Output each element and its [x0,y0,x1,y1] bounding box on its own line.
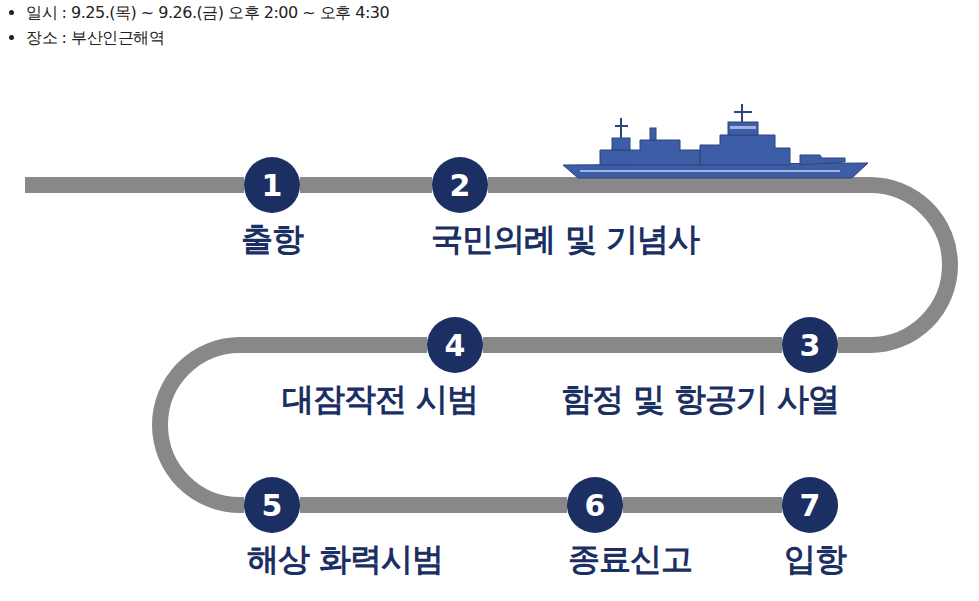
ship-superstructure [700,135,790,165]
step-number: 4 [445,328,466,363]
route-segment [300,177,432,193]
route-segment [160,345,427,505]
step-circle: 7 [782,477,838,533]
route-segment [483,337,782,353]
step-number: 6 [585,488,606,523]
step-number: 1 [262,168,283,203]
ship-aft-mast [620,118,622,138]
ship-gun [800,155,845,165]
step-node: 7입항 [782,477,838,533]
step-label: 함정 및 항공기 사열 [561,379,839,419]
route-segment [300,497,567,513]
route-lead-in [25,177,244,193]
step-node: 4대잠작전 시범 [427,317,483,373]
step-label: 출항 [241,219,303,259]
ship-stripe [580,170,840,172]
step-node: 5해상 화력시범 [244,477,300,533]
step-node: 3함정 및 항공기 사열 [782,317,838,373]
ship-funnel [650,128,656,140]
route-segment [623,497,782,513]
ship-window [730,126,756,129]
step-number: 2 [450,168,471,203]
step-circle: 1 [244,157,300,213]
route-segment [488,185,950,345]
step-circle: 2 [432,157,488,213]
ship-aft-yard [615,125,628,127]
info-list: 일시 : 9.25.(목) ~ 9.26.(금) 오후 2:00 ~ 오후 4:… [0,0,389,50]
step-number: 7 [800,488,821,523]
step-label: 대잠작전 시범 [282,379,478,419]
step-label: 입항 [784,539,846,579]
info-line: 일시 : 9.25.(목) ~ 9.26.(금) 오후 2:00 ~ 오후 4:… [26,0,389,25]
step-circle: 3 [782,317,838,373]
step-label: 종료신고 [568,539,692,579]
step-circle: 6 [567,477,623,533]
step-circle: 5 [244,477,300,533]
ship-mast-block [612,138,630,150]
step-circle: 4 [427,317,483,373]
info-line: 장소 : 부산인근해역 [26,25,389,50]
step-label: 국민의례 및 기념사 [431,219,699,259]
step-label: 해상 화력시범 [247,539,443,579]
ship-yard [734,111,752,113]
ship-bridge [728,122,758,135]
step-node: 1출항 [244,157,300,213]
step-node: 2국민의례 및 기념사 [432,157,488,213]
step-node: 6종료신고 [567,477,623,533]
step-number: 5 [262,488,283,523]
step-number: 3 [800,328,821,363]
